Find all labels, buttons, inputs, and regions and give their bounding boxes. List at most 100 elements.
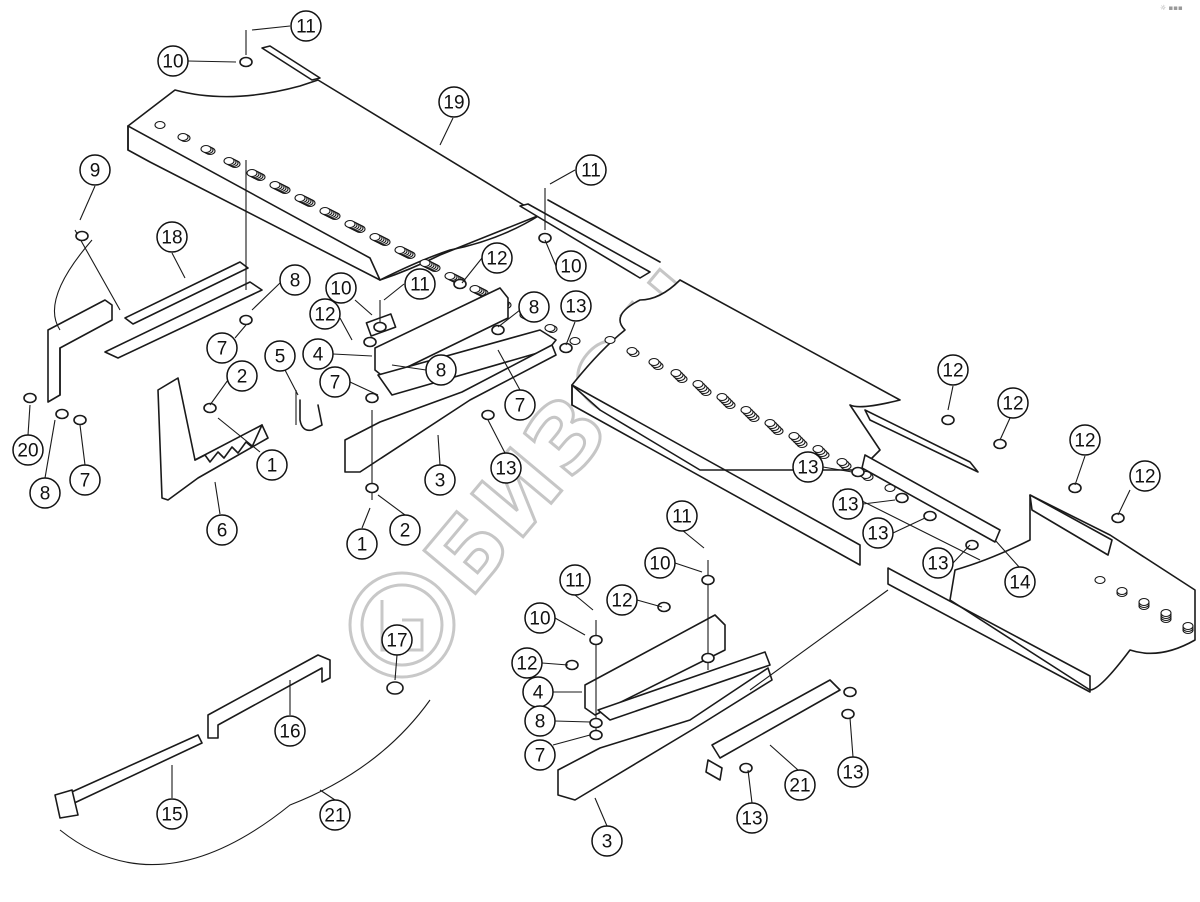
perforation-hole [369, 232, 381, 242]
fastener [73, 414, 87, 426]
callout-20: 20 [12, 404, 44, 466]
perforation-hole [200, 144, 212, 154]
callout-label: 7 [330, 373, 341, 394]
callout-10: 10 [544, 239, 587, 282]
callout-label: 5 [275, 347, 286, 368]
perforation-hole [569, 336, 581, 346]
perforation-hole [692, 379, 704, 389]
callout-12: 12 [606, 584, 663, 616]
callout-21: 21 [319, 789, 351, 831]
callout-label: 15 [161, 805, 182, 826]
callout-12: 12 [997, 387, 1029, 441]
callout-4: 4 [302, 338, 373, 370]
callout-2: 2 [209, 360, 258, 406]
fastener [739, 762, 753, 774]
callout-label: 12 [516, 654, 537, 675]
perforation-holes-right [1094, 575, 1194, 635]
part-6-step-bracket [157, 377, 269, 501]
callout-label: 3 [435, 471, 446, 492]
callout-label: 7 [515, 396, 526, 417]
callout-3: 3 [424, 434, 456, 496]
callout-12: 12 [309, 298, 353, 341]
part-19-walkway-plank [127, 45, 661, 346]
fastener [993, 438, 1007, 450]
perforation-hole [1138, 597, 1150, 607]
callout-12: 12 [1117, 460, 1161, 516]
perforation-hole [394, 245, 406, 255]
fastener [589, 634, 603, 646]
callout-label: 11 [296, 17, 316, 38]
fastener [941, 414, 955, 426]
perforation-hole [1094, 575, 1106, 585]
callout-12: 12 [1069, 424, 1101, 486]
callout-label: 6 [217, 521, 228, 542]
callout-label: 13 [495, 459, 516, 480]
callout-5: 5 [264, 340, 299, 396]
fastener [589, 717, 603, 729]
callout-1: 1 [217, 417, 288, 481]
callout-13: 13 [792, 451, 853, 483]
fastener [203, 402, 217, 414]
callout-7: 7 [524, 734, 591, 771]
callout-17: 17 [381, 624, 413, 681]
callout-19: 19 [438, 86, 470, 146]
callout-label: 10 [529, 609, 550, 630]
part-16-bent-bracket [207, 654, 331, 739]
callout-label: 9 [90, 161, 101, 182]
callout-15: 15 [156, 765, 188, 830]
callout-label: 13 [565, 297, 586, 318]
fastener [923, 510, 937, 522]
callout-label: 21 [324, 806, 345, 827]
perforation-hole [269, 180, 281, 190]
callout-13: 13 [560, 290, 592, 346]
callout-10: 10 [524, 602, 586, 636]
perforation-hole [812, 444, 824, 454]
callout-10: 10 [325, 272, 373, 316]
callout-1: 1 [346, 507, 378, 560]
callout-label: 17 [386, 631, 407, 652]
callouts: 11 10 19 9 11 18 12 10 8 10 11 12 8 13 7… [12, 10, 1161, 857]
perforation-hole [648, 357, 660, 367]
callout-11: 11 [666, 500, 705, 549]
part-14-clamp-plate [861, 409, 1113, 556]
callout-label: 11 [581, 161, 601, 182]
callout-label: 2 [237, 367, 248, 388]
callout-11: 11 [383, 268, 436, 301]
callout-12: 12 [937, 354, 969, 411]
callout-label: 7 [217, 339, 228, 360]
perforation-hole [788, 431, 800, 441]
perforation-hole [764, 418, 776, 428]
perforation-hole [1182, 621, 1194, 631]
callout-label: 14 [1009, 573, 1031, 594]
part-5-u-bolt [295, 390, 323, 432]
fastener [701, 574, 715, 586]
callout-label: 13 [837, 495, 858, 516]
callout-label: 8 [290, 271, 301, 292]
callout-10: 10 [644, 547, 703, 579]
callout-label: 11 [410, 275, 430, 296]
fastener [239, 314, 253, 326]
callout-13: 13 [862, 517, 926, 549]
callout-label: 19 [443, 93, 464, 114]
perforation-hole [544, 323, 556, 333]
callout-label: 13 [867, 524, 888, 545]
callout-10: 10 [157, 45, 237, 77]
fastener [373, 321, 387, 333]
fastener [843, 686, 857, 698]
corner-mark: ☼ ▪▪▪ [1160, 4, 1183, 12]
mount-plate [47, 229, 121, 403]
callout-label: 11 [672, 507, 692, 528]
callout-label: 8 [529, 298, 540, 319]
perforation-hole [670, 368, 682, 378]
callout-label: 18 [161, 228, 182, 249]
fastener [75, 230, 89, 242]
fastener [701, 652, 715, 664]
callout-13: 13 [837, 717, 869, 788]
callout-6: 6 [206, 481, 238, 546]
part-17-pin [386, 681, 404, 695]
fastener [239, 56, 253, 68]
callout-label: 3 [602, 832, 613, 853]
fastener [23, 392, 37, 404]
callout-label: 8 [436, 361, 447, 382]
